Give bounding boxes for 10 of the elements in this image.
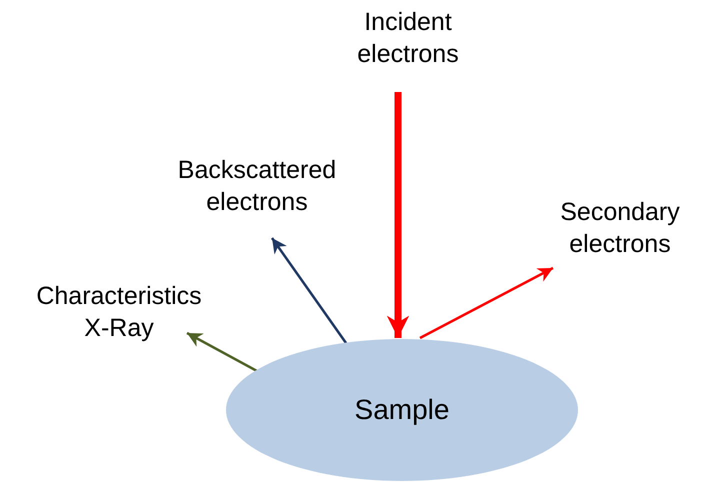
arrow [270,237,348,344]
particle-label: Incident electrons [356,7,460,70]
sample-label: Sample [354,394,450,426]
particle-label: Characteristics X-Ray [35,281,203,344]
particle-label: Backscattered electrons [176,155,338,218]
arrow [386,92,410,338]
arrow [186,332,258,372]
arrow [419,266,554,340]
sample-ellipse [226,339,578,481]
particle-label: Secondary electrons [559,197,681,260]
